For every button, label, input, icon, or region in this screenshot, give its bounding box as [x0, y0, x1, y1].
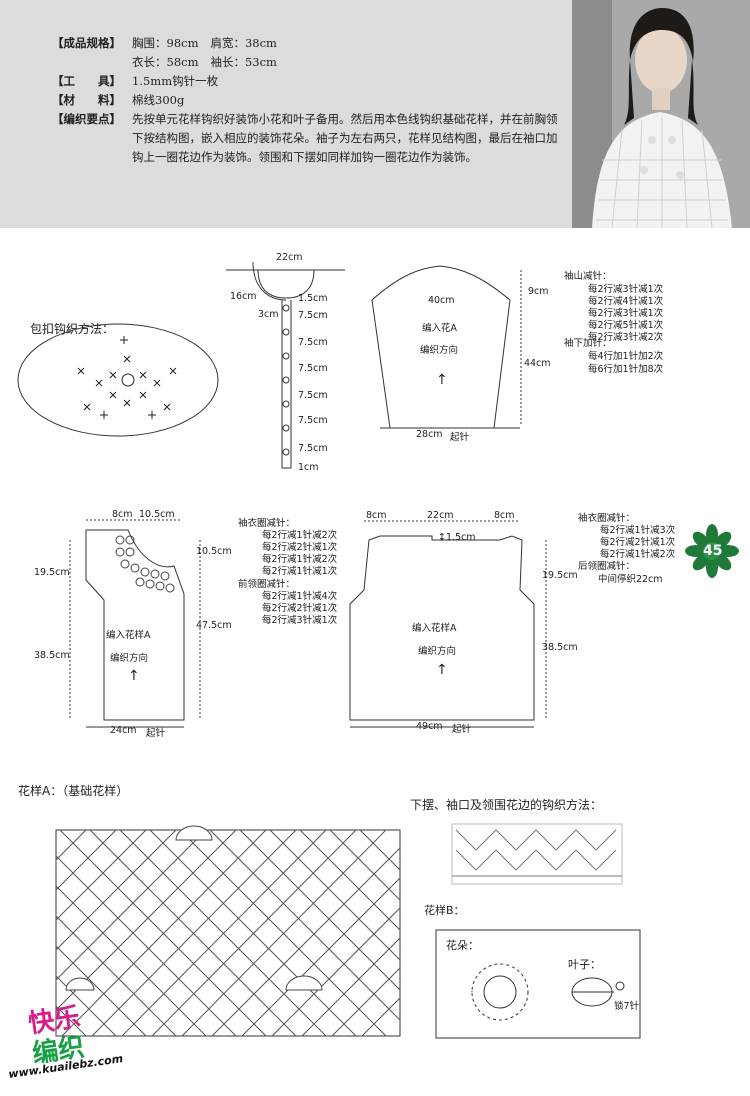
- edging-title: 下摆、袖口及领围花边的钩织方法：: [410, 798, 603, 812]
- front-total: 47.5cm: [196, 620, 232, 631]
- front-top-right: 10.5cm: [139, 509, 175, 520]
- sleeve-start: 起针: [450, 432, 470, 443]
- front-armhole-note-3: 每2行减1针减2次: [262, 554, 338, 565]
- back-armhole: 19.5cm: [542, 570, 578, 581]
- back-armhole-note-1: 每2行减1针减3次: [600, 525, 676, 536]
- front-neck-drop: 10.5cm: [196, 546, 232, 557]
- sleeve-under-note-1: 每4行加1针加2次: [588, 351, 664, 362]
- front-arrow-icon: ↑: [128, 668, 140, 684]
- sleeve-pattern: 编入花A: [422, 323, 457, 334]
- back-body: 38.5cm: [542, 642, 578, 653]
- leaf-label: 叶子：: [568, 958, 601, 971]
- leaf-note: 锁7针: [614, 1001, 640, 1012]
- front-bottom: 24cm: [110, 725, 137, 736]
- placket-width-label: 3cm: [258, 309, 279, 320]
- flower-label: 花朵：: [446, 939, 479, 952]
- sleeve-cap-title: 袖山减针：: [564, 271, 612, 282]
- back-bottom: 49cm: [416, 721, 443, 732]
- placket-interval-1: 1.5cm: [298, 293, 328, 304]
- placket-interval-8: 1cm: [298, 462, 319, 473]
- sleeve-under-note-2: 每6行加1针加8次: [588, 364, 664, 375]
- front-neck-note-2: 每2行减2针减1次: [262, 603, 338, 614]
- back-direction: 编织方向: [418, 646, 457, 657]
- sleeve-cap-width: 40cm: [428, 295, 455, 306]
- front-pattern: 编入花样A: [106, 630, 151, 641]
- front-armhole-note-4: 每2行减1针减1次: [262, 566, 338, 577]
- back-top-left: 8cm: [366, 510, 387, 521]
- size-label: 【成品规格】: [52, 36, 121, 50]
- spec-block: 【成品规格】 胸围：98cm 肩宽：38cm 衣长：58cm 袖长：53cm 【工 …: [52, 34, 562, 167]
- front-top-left: 8cm: [112, 509, 133, 520]
- placket-side-label: 16cm: [230, 291, 257, 302]
- front-direction: 编织方向: [110, 653, 149, 664]
- front-armhole: 19.5cm: [34, 567, 70, 578]
- sleeve-under-title: 袖下加针：: [564, 338, 612, 349]
- placket-interval-4: 7.5cm: [298, 363, 328, 374]
- back-neck-title: 后领圈减针：: [578, 561, 636, 572]
- sleeve-size: 袖长：53cm: [210, 55, 277, 69]
- back-arrow-icon: ↑: [436, 662, 448, 678]
- sleeve-cap-note-4: 每2行减5针减1次: [588, 320, 664, 331]
- front-body: 38.5cm: [34, 650, 70, 661]
- front-neck-note-1: 每2行减1针减4次: [262, 591, 338, 602]
- sleeve-direction: 编织方向: [420, 345, 459, 356]
- back-pattern: 编入花样A: [412, 623, 457, 634]
- sleeve-cap-note-3: 每2行减3针减1次: [588, 308, 664, 319]
- sleeve-bottom: 28cm: [416, 429, 443, 440]
- sleeve-arrow-icon: ↑: [436, 372, 448, 388]
- front-neck-title: 前领圈减针：: [238, 579, 296, 590]
- chest-size: 胸围：98cm: [132, 36, 199, 50]
- key-points-label: 【编织要点】: [52, 112, 121, 126]
- sleeve-cap-note-1: 每2行减3针减1次: [588, 284, 664, 295]
- sleeve-cap-note-2: 每2行减4针减1次: [588, 296, 664, 307]
- material-label: 【材 料】: [52, 93, 121, 107]
- back-top-mid: 22cm: [427, 510, 454, 521]
- pattern-a-title: 花样A：（基础花样）: [18, 784, 129, 798]
- pattern-b-title: 花样B：: [424, 904, 465, 917]
- front-armhole-note-2: 每2行减2针减1次: [262, 542, 338, 553]
- button-method-title: 包扣钩织方法：: [30, 322, 115, 336]
- placket-interval-2: 7.5cm: [298, 310, 328, 321]
- back-top-right: 8cm: [494, 510, 515, 521]
- back-neck-note-1: 中间停织22cm: [598, 574, 663, 585]
- back-start: 起针: [452, 724, 472, 735]
- page-number: 45: [703, 543, 723, 559]
- placket-interval-7: 7.5cm: [298, 443, 328, 454]
- header-panel: 【成品规格】 胸围：98cm 肩宽：38cm 衣长：58cm 袖长：53cm 【工 …: [0, 0, 750, 228]
- length-size: 衣长：58cm: [132, 55, 199, 69]
- model-photo: [572, 0, 750, 228]
- placket-interval-5: 7.5cm: [298, 390, 328, 401]
- front-armhole-title: 袖衣圈减针：: [238, 518, 296, 529]
- tools-value: 1.5mm钩针一枚: [132, 74, 219, 88]
- placket-interval-3: 7.5cm: [298, 337, 328, 348]
- back-neck-drop: ↕1.5cm: [438, 532, 476, 543]
- front-armhole-note-1: 每2行减1针减2次: [262, 530, 338, 541]
- sleeve-body-height: 44cm: [524, 358, 551, 369]
- back-armhole-title: 袖衣圈减针：: [578, 513, 636, 524]
- back-armhole-note-3: 每2行减1针减2次: [600, 549, 676, 560]
- front-start: 起针: [146, 728, 166, 739]
- sleeve-cap-height: 9cm: [528, 286, 549, 297]
- material-value: 棉线300g: [132, 93, 185, 107]
- placket-top-width: 22cm: [276, 252, 303, 263]
- front-neck-note-3: 每2行减3针减1次: [262, 615, 338, 626]
- sleeve-cap-note-5: 每2行减3针减2次: [588, 332, 664, 343]
- placket-interval-6: 7.5cm: [298, 415, 328, 426]
- shoulder-size: 肩宽：38cm: [210, 36, 277, 50]
- back-armhole-note-2: 每2行减2针减1次: [600, 537, 676, 548]
- tools-label: 【工 具】: [52, 74, 121, 88]
- key-points-value: 先按单元花样钩织好装饰小花和叶子备用。然后用本色线钩织基础花样，并在前胸领下按结…: [132, 112, 558, 164]
